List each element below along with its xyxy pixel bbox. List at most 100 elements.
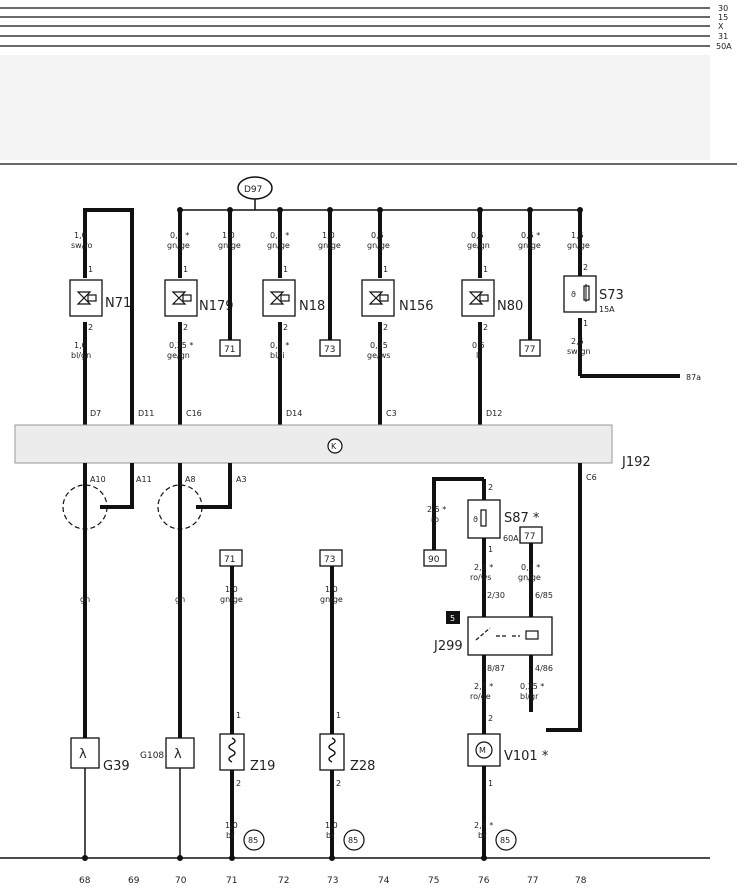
z28-wire-top: 1,0	[325, 585, 338, 594]
g108-color: gn	[175, 595, 185, 604]
n80-color-in: ge/gn	[467, 241, 490, 250]
s73-color-in: gn/ge	[567, 241, 590, 250]
col-70: 70	[175, 876, 187, 886]
v101-wire-bot: 2,5 *	[474, 821, 493, 830]
z19-color-top: gn/ge	[220, 595, 243, 604]
n71-color-out: bl/gn	[71, 351, 91, 360]
heater-coil-icon	[328, 737, 336, 763]
j299-relay: 77 2,5 * ro/ws 0,5 * gn/ge 2/30 6/85 5 J…	[433, 526, 553, 734]
s87-pin2: 2	[488, 483, 493, 492]
n156-color-in: gn/ge	[367, 241, 390, 250]
jumper71-ref: 71	[224, 345, 235, 355]
rail-label-15: 15	[718, 13, 728, 22]
j299-color-86: bl/gr	[520, 692, 539, 701]
power-rails: 30 15 X 31 50A	[0, 4, 732, 51]
n179-color-in: gn/ge	[167, 241, 190, 250]
s87-color-in: ro	[431, 515, 439, 524]
n179-label: N179	[199, 299, 234, 314]
n18-circuit: 0,5 * gn/ge 1 N18 2 0,5 * bl/li D14	[262, 210, 325, 425]
n71-wire-in: 1,0	[74, 231, 87, 240]
s73-pin2: 2	[583, 263, 588, 272]
rail-label-30: 30	[718, 4, 728, 13]
j299-wire-85: 0,5 *	[521, 563, 540, 572]
jumper71-color: gn/ge	[218, 241, 241, 250]
jumper-77-top: 0,5 * gn/ge 77	[518, 210, 541, 357]
j299-pin-87: 8/87	[487, 664, 505, 673]
conn-a3: A3	[236, 475, 247, 484]
n156-pin1: 1	[383, 265, 388, 274]
v101-label: V101 *	[504, 749, 549, 764]
z19-pin2: 2	[236, 779, 241, 788]
n18-pin2: 2	[283, 323, 288, 332]
n179-pin1: 1	[183, 265, 188, 274]
z19-wire-bot: 1,0	[225, 821, 238, 830]
s73-circuit: 1,5 gn/ge 2 ϑ S73 15A 1 2,5 sw/gn 87a	[563, 210, 701, 382]
s73-color-out: sw/gn	[567, 347, 591, 356]
v101-motor: 2 M V101 * 1 2,5 * br 85	[467, 714, 549, 858]
z28-ground: 85	[348, 836, 358, 845]
conn-a11: A11	[136, 475, 152, 484]
n156-color-out: ge/ws	[367, 351, 390, 360]
conn-d11: D11	[138, 409, 154, 418]
valve-icon	[368, 291, 389, 305]
z28-color-bot: br	[326, 831, 335, 840]
s87-rating: 60A	[503, 534, 519, 543]
n80-pin2: 2	[483, 323, 488, 332]
n179-pin2: 2	[183, 323, 188, 332]
ref-87a: 87a	[686, 373, 701, 382]
s87-wire-in: 2,5 *	[427, 505, 446, 514]
n71-wire-out: 1,0	[74, 341, 87, 350]
col-77: 77	[527, 876, 538, 886]
n156-circuit: 0,5 gn/ge 1 N156 2 0,35 ge/ws C3	[361, 210, 434, 425]
z19-color-bot: br	[226, 831, 235, 840]
g39-label: G39	[103, 759, 130, 774]
v101-pin1: 1	[488, 779, 493, 788]
jumper77-wire: 0,5 *	[521, 231, 540, 240]
svg-text:ϑ: ϑ	[571, 290, 576, 299]
col-73: 73	[327, 876, 338, 886]
z19-wire-top: 1,0	[225, 585, 238, 594]
j299-wire-86: 0,35 *	[520, 682, 544, 691]
j192-module: K J192	[14, 424, 651, 470]
jumper77-color: gn/ge	[518, 241, 541, 250]
j299-wire-87: 2,5 *	[474, 682, 493, 691]
d97-label: D97	[244, 185, 262, 195]
n156-wire-out: 0,35	[370, 341, 388, 350]
n80-wire-in: 0,5	[471, 231, 484, 240]
z28-ref: 73	[324, 555, 335, 565]
n179-color-out: ge/gn	[167, 351, 190, 360]
fuse-icon	[480, 509, 487, 527]
v101-color-bot: br	[478, 831, 487, 840]
jumper71-wire: 1,0	[222, 231, 235, 240]
col-72: 72	[278, 876, 289, 886]
jumper73-ref: 73	[324, 345, 335, 355]
n18-pin1: 1	[283, 265, 288, 274]
rail-label-x: X	[718, 22, 724, 31]
lambda-icon: λ	[174, 747, 182, 762]
col-75: 75	[428, 876, 439, 886]
j299-pin-85: 6/85	[535, 591, 553, 600]
conn-c16: C16	[186, 409, 202, 418]
n179-wire-in: 0,5 *	[170, 231, 189, 240]
j299-pin-30: 2/30	[487, 591, 505, 600]
motor-icon: M	[479, 746, 486, 755]
col-76: 76	[478, 876, 490, 886]
n71-label: N71	[105, 296, 131, 311]
c6-return-wire: C6	[546, 463, 597, 732]
column-numbers: 68 69 70 71 72 73 74 75 76 77 78	[79, 876, 587, 886]
module-connector-k: K	[331, 442, 337, 451]
g108-label: G108	[140, 751, 164, 761]
s87-label: S87 *	[504, 511, 540, 526]
svg-text:ϑ: ϑ	[473, 515, 478, 524]
col-69: 69	[128, 876, 140, 886]
conn-a8: A8	[185, 475, 196, 484]
n18-label: N18	[299, 299, 325, 314]
v101-pin2: 2	[488, 714, 493, 723]
conn-a10: A10	[90, 475, 106, 484]
lambda-icon: λ	[79, 747, 87, 762]
s87-pin1: 1	[488, 545, 493, 554]
j299-ref-77: 77	[524, 532, 535, 542]
g39-color: gn	[80, 595, 90, 604]
jumper73-wire: 1,0	[322, 231, 335, 240]
